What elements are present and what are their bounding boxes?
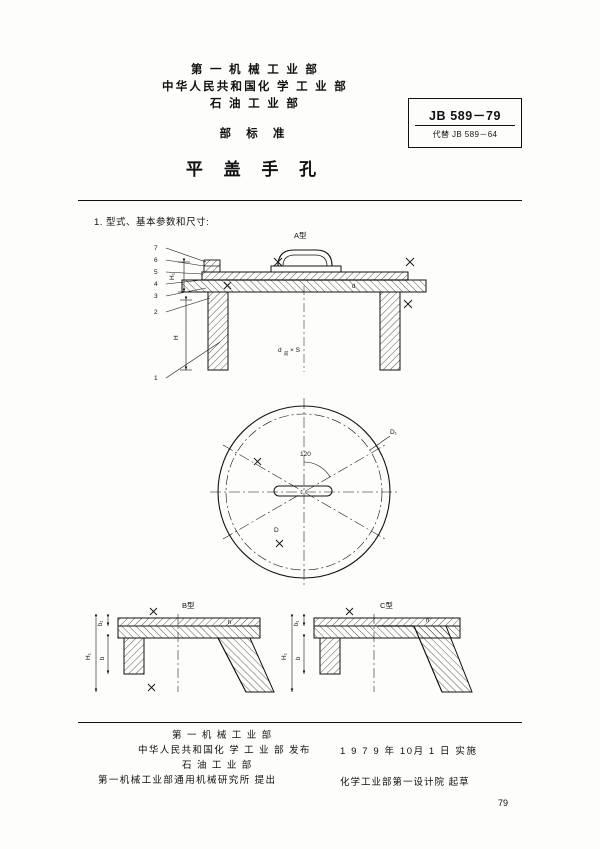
dim-h1-b: H₁ xyxy=(85,652,92,660)
divider xyxy=(415,125,515,126)
dim-h1: H₁ xyxy=(169,272,176,280)
footer-left-line-3: 石 油 工 业 部 xyxy=(182,760,253,771)
type-c-label: C型 xyxy=(380,601,393,610)
callout-5: 5 xyxy=(154,269,158,276)
standard-number: JB 589－79 xyxy=(428,109,502,123)
type-a-label: A型 xyxy=(294,231,307,240)
callout-1: 1 xyxy=(154,375,158,382)
type-b-label: B型 xyxy=(182,601,195,610)
footer-right-line-1: 1 9 7 9 年 10月 1 日 实施 xyxy=(340,746,478,757)
dim-h-b: h xyxy=(228,620,231,626)
dim-b-c: b xyxy=(296,656,302,660)
dim-h: H xyxy=(173,335,180,340)
org-line-2: 中华人民共和国化 学 工 业 部 xyxy=(162,81,348,93)
svg-text:d: d xyxy=(352,284,355,290)
org-line-3: 石 油 工 业 部 xyxy=(209,98,301,110)
dim-thread: d xyxy=(278,347,282,354)
footer-right: 1 9 7 9 年 10月 1 日 实施 化学工业部第一设计院 起草 xyxy=(340,728,522,790)
dim-b-b: b xyxy=(100,656,106,660)
svg-text:前: 前 xyxy=(284,350,289,357)
footer-left-line-2: 中华人民共和国化 学 工 业 部 发布 xyxy=(138,745,311,756)
callout-6: 6 xyxy=(154,257,158,264)
footer-left-line-4: 第一机械工业部通用机械研究所 提出 xyxy=(98,775,277,786)
standard-replaces: 代替 JB 589－64 xyxy=(432,130,498,139)
document-subtitle: 部 标 准 xyxy=(219,128,291,140)
callout-2: 2 xyxy=(154,309,158,316)
top-rule xyxy=(78,200,522,201)
callout-7: 7 xyxy=(154,245,158,252)
bottom-rule xyxy=(78,722,522,723)
org-line-1: 第 一 机 械 工 业 部 xyxy=(190,64,320,76)
dim-b1-b: b₁ xyxy=(98,621,104,626)
dim-d: D xyxy=(274,527,279,534)
technical-drawing: A型 xyxy=(85,231,473,693)
page-number: 79 xyxy=(498,798,509,808)
page-title: 平 盖 手 孔 xyxy=(185,160,325,179)
callout-4: 4 xyxy=(154,281,158,288)
dim-h1-c: H₁ xyxy=(281,652,288,660)
dim-d1: D₁ xyxy=(390,429,398,436)
footer-left: 第 一 机 械 工 业 部 中华人民共和国化 学 工 业 部 发布 石 油 工 … xyxy=(98,728,348,788)
svg-text:× S: × S xyxy=(290,347,301,354)
dim-120: 120 xyxy=(300,451,311,458)
dim-b1-c: b₁ xyxy=(294,621,300,626)
footer-right-line-2: 化学工业部第一设计院 起草 xyxy=(340,777,470,788)
footer-left-line-1: 第 一 机 械 工 业 部 xyxy=(172,730,273,741)
document-header: 第 一 机 械 工 业 部 中华人民共和国化 学 工 业 部 石 油 工 业 部… xyxy=(130,62,380,180)
dim-h-c: h xyxy=(426,618,429,624)
standard-number-box: JB 589－79 代替 JB 589－64 xyxy=(408,98,522,148)
callout-3: 3 xyxy=(154,293,158,300)
section-1-heading: 1. 型式、基本参数和尺寸: xyxy=(94,217,210,228)
